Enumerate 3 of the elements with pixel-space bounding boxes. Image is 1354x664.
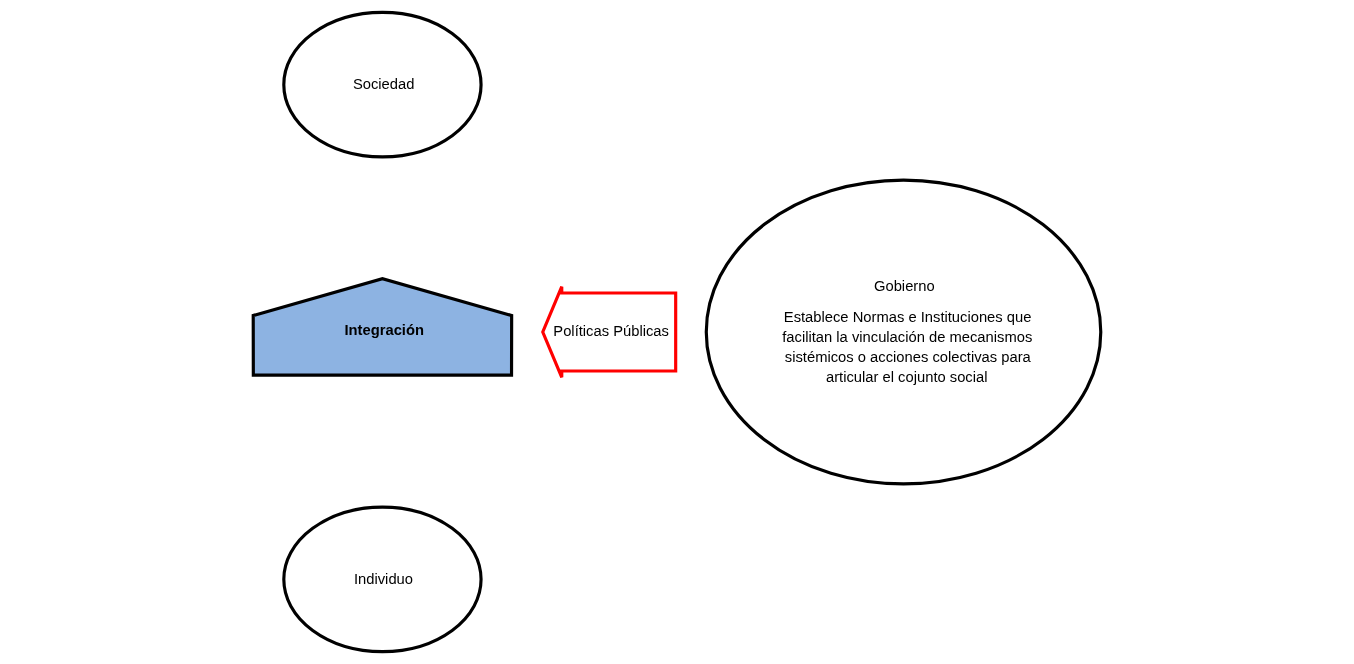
node-ellipse: Sociedad [282, 10, 483, 159]
node-ellipse: Gobierno Establece Normas e Instituciones que facilitan la vinculación de mecanismos sistémicos o acciones colectivas para articular el cojunto social [704, 178, 1103, 486]
node-ellipse: Individuo [282, 505, 483, 654]
